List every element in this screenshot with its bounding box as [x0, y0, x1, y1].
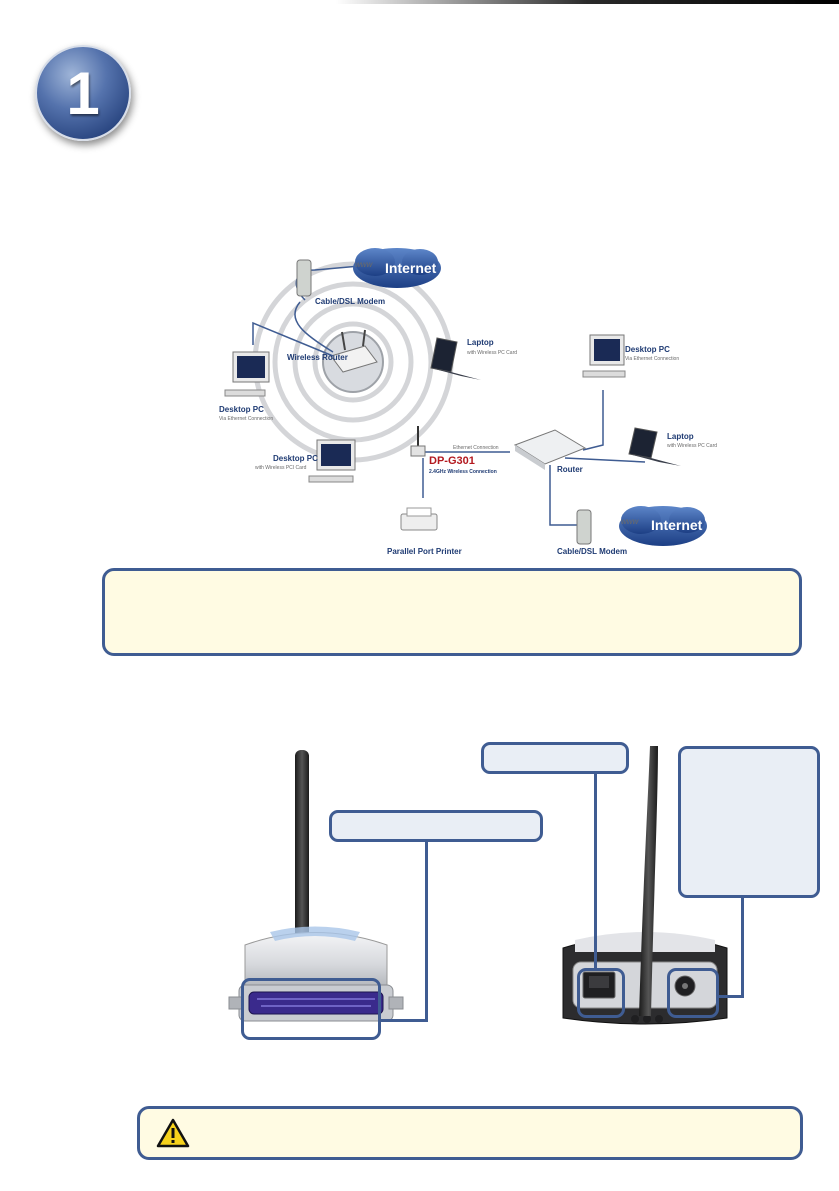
www-label-top: www	[355, 260, 374, 269]
ethernet-port-callout	[481, 742, 629, 774]
desktop-left-sublabel: Via Ethernet Connection	[219, 416, 273, 422]
step-number: 1	[37, 47, 129, 139]
power-callout-line-h	[718, 995, 744, 998]
top-rule	[0, 0, 839, 4]
desktop-left-label: Desktop PC	[219, 405, 264, 414]
modem-bottom-icon	[577, 510, 591, 544]
desktop-bottom-label: Desktop PC	[273, 454, 318, 463]
desktop-right-label: Desktop PC	[625, 345, 670, 354]
modem-bottom-label: Cable/DSL Modem	[557, 547, 627, 556]
laptop-left-label: Laptop	[467, 338, 494, 347]
power-port-highlight	[667, 968, 719, 1018]
parallel-callout-line-v	[425, 842, 428, 1022]
laptop-right-label: Laptop	[667, 432, 694, 441]
caution-box	[137, 1106, 803, 1160]
printer-icon	[401, 508, 437, 530]
router-right-label: Router	[557, 465, 583, 474]
laptop-right-sublabel: with Wireless PC Card	[667, 443, 717, 449]
desktop-left-icon	[225, 352, 269, 396]
warning-triangle-icon	[156, 1118, 190, 1148]
laptop-left-sublabel: with Wireless PC Card	[467, 350, 517, 356]
device-sublabel: 2.4GHz Wireless Connection	[429, 469, 497, 475]
internet-label-bottom: Internet	[651, 517, 703, 533]
power-callout-line-v	[741, 898, 744, 998]
ethernet-callout-line	[594, 774, 597, 970]
modem-top-icon	[297, 260, 311, 296]
internet-label-top: Internet	[385, 260, 437, 276]
wireless-router-label: Wireless Router	[287, 353, 348, 362]
parallel-callout-line-h	[380, 1019, 428, 1022]
step-badge: 1	[35, 45, 131, 141]
ethernet-label: Ethernet Connection	[453, 445, 499, 451]
desktop-bottom-sublabel: with Wireless PCI Card	[255, 465, 307, 471]
desktop-right-icon	[583, 335, 625, 377]
antenna-left	[295, 750, 309, 945]
router-right-icon	[515, 430, 585, 470]
parallel-port-highlight	[241, 978, 381, 1040]
modem-top-label: Cable/DSL Modem	[315, 297, 385, 306]
device-label: DP-G301	[429, 455, 475, 467]
ethernet-port-highlight	[577, 968, 625, 1018]
www-label-bottom: www	[621, 517, 640, 526]
power-port-callout	[678, 746, 820, 898]
desktop-right-sublabel: Via Ethernet Connection	[625, 356, 679, 362]
network-diagram: www Internet Cable/DSL Modem Wireless Ro…	[205, 240, 725, 565]
parallel-port-callout	[329, 810, 543, 842]
note-box	[102, 568, 802, 656]
printer-label: Parallel Port Printer	[387, 547, 462, 556]
diagram-cables	[253, 266, 645, 525]
